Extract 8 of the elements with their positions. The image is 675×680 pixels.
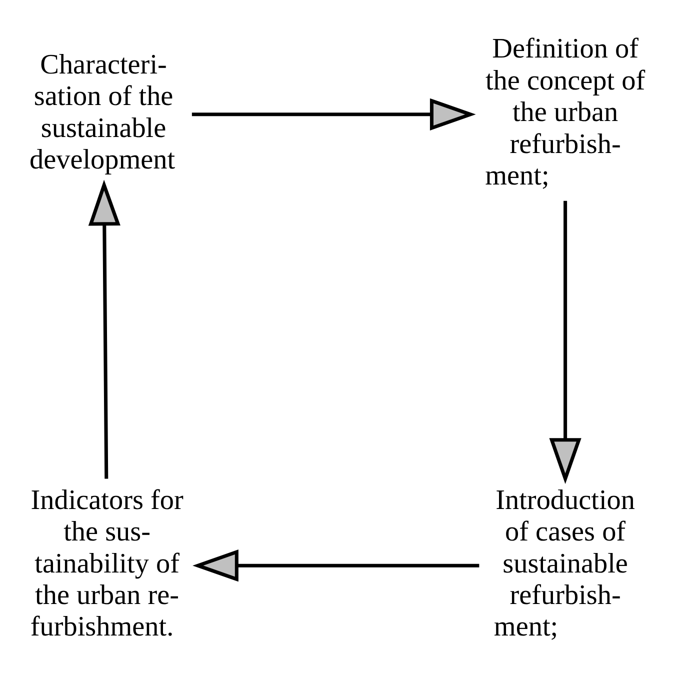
node-text: Definition of the concept of the urban refurbish-ment; [485, 34, 646, 192]
arrow [192, 98, 476, 130]
arrow [549, 200, 582, 484]
node-text: Indicators for the sus-tainability of the urban re-furbishment. [30, 484, 184, 643]
node-text: Introduction of cases of sustainable refurbish-ment; [494, 484, 635, 643]
node-text: Characteri-sation of the sustainable development [30, 50, 176, 176]
arrow [88, 180, 120, 479]
arrow [192, 550, 480, 582]
